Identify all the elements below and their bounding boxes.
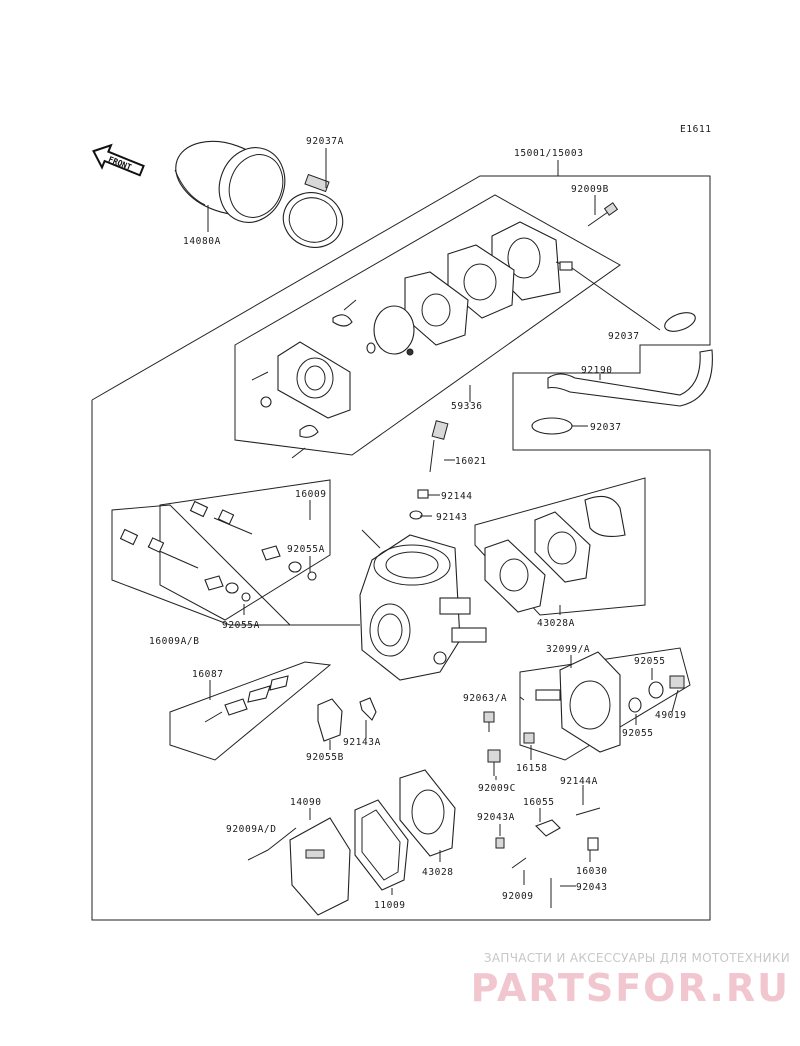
- label-15001-15003: 15001/15003: [514, 148, 584, 159]
- hose-clamp-part: [282, 173, 344, 248]
- label-92009C: 92009C: [478, 783, 516, 794]
- pump-body-part: [277, 341, 351, 419]
- fuel-hose-part: [531, 312, 713, 435]
- label-14080A: 14080A: [183, 236, 221, 247]
- carburetor-body-part: [359, 529, 487, 681]
- label-92043: 92043: [576, 882, 608, 893]
- cap-part: [317, 697, 377, 742]
- gasket-11009-part: [354, 799, 409, 891]
- lever-group-frame: [169, 661, 332, 761]
- front-arrow-icon: FRONT: [92, 143, 145, 177]
- label-92055A-top: 92055A: [287, 544, 325, 555]
- label-92055A-bottom: 92055A: [222, 620, 260, 631]
- jet-ab-group-frame: [111, 504, 360, 626]
- choke-lever-part: [204, 675, 289, 723]
- screw-92009b-part: [587, 202, 619, 227]
- label-92009: 92009: [502, 891, 534, 902]
- air-intake-part: [174, 140, 286, 223]
- float-chamber-cover-part: [247, 817, 351, 916]
- part-labels: 14080A 92037A 15001/15003 92009B 92037 9…: [149, 136, 687, 911]
- diagram-code: E1611: [680, 124, 712, 135]
- label-92037A: 92037A: [306, 136, 344, 147]
- leader-lines: [207, 148, 679, 895]
- main-group-frame: [91, 175, 711, 921]
- label-92055B: 92055B: [306, 752, 344, 763]
- pump-small-parts: [251, 299, 376, 459]
- label-43028A: 43028A: [537, 618, 575, 629]
- label-49019: 49019: [655, 710, 687, 721]
- label-16009A-B: 16009A/B: [149, 636, 200, 647]
- label-16055: 16055: [523, 797, 555, 808]
- jet-screw-ab-part: [119, 528, 251, 602]
- label-92143: 92143: [436, 512, 468, 523]
- watermark-brand-logo: PARTSFOR.RU: [470, 966, 790, 1010]
- pump-cover-right-part: [535, 651, 685, 753]
- jet-screw-part: [189, 500, 317, 581]
- label-43028: 43028: [422, 867, 454, 878]
- label-16009: 16009: [295, 489, 327, 500]
- label-92009A-D: 92009A/D: [226, 824, 277, 835]
- diaphragm-43028-part: [399, 769, 456, 857]
- label-92063-A: 92063/A: [463, 693, 507, 704]
- label-92009B: 92009B: [571, 184, 609, 195]
- pump-lower-parts: [495, 807, 601, 908]
- watermark-subtitle: ЗАПЧАСТИ И АКСЕССУАРЫ ДЛЯ МОТОТЕХНИКИ: [483, 951, 790, 965]
- pump-gasket-part: [404, 244, 515, 346]
- label-92144A: 92144A: [560, 776, 598, 787]
- pump-body-group-frame: [519, 647, 691, 761]
- label-92037-lower: 92037: [590, 422, 622, 433]
- label-16021: 16021: [455, 456, 487, 467]
- screws-part: [483, 711, 535, 776]
- label-32099-A: 32099/A: [546, 644, 590, 655]
- label-92043A: 92043A: [477, 812, 515, 823]
- gasket-43028a-part: [484, 495, 626, 613]
- needle-valve-part: [409, 420, 449, 520]
- label-92055-bottom: 92055: [622, 728, 654, 739]
- diaphragm-ring-part: [373, 305, 415, 356]
- label-92143A: 92143A: [343, 737, 381, 748]
- label-11009: 11009: [374, 900, 406, 911]
- label-14090: 14090: [290, 797, 322, 808]
- gasket-group-frame: [474, 477, 646, 616]
- label-16030: 16030: [576, 866, 608, 877]
- label-92190: 92190: [581, 365, 613, 376]
- pump-group-frame: [234, 194, 621, 456]
- label-92144: 92144: [441, 491, 473, 502]
- label-92055-top: 92055: [634, 656, 666, 667]
- label-16087: 16087: [192, 669, 224, 680]
- jet-group-frame: [159, 479, 331, 621]
- label-59336: 59336: [451, 401, 483, 412]
- label-16158: 16158: [516, 763, 548, 774]
- label-92037-upper: 92037: [608, 331, 640, 342]
